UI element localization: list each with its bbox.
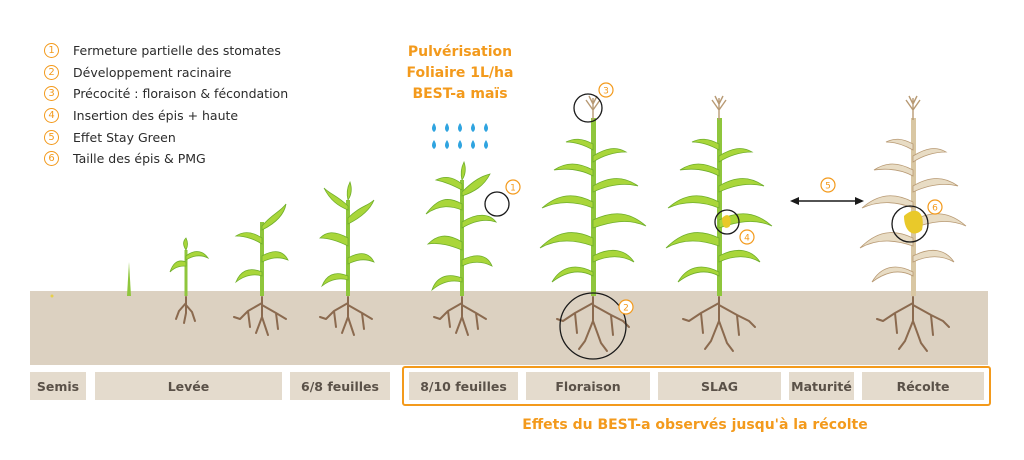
legend-item: 4 Insertion des épis + haute — [44, 105, 288, 127]
highlight-circle — [559, 292, 627, 360]
stage-maturite: Maturité — [789, 372, 854, 400]
legend: 1 Fermeture partielle des stomates 2 Dével… — [44, 40, 288, 170]
highlight-circle — [484, 191, 510, 217]
stage-levee: Levée — [95, 372, 282, 400]
stage-semis: Semis — [30, 372, 86, 400]
plant-slag — [665, 118, 773, 296]
marker-5: 5 — [825, 182, 831, 192]
best-a-effects-caption: Effets du BEST-a observés jusqu'à la réc… — [522, 417, 868, 433]
legend-number: 5 — [44, 129, 59, 145]
plant-semis — [50, 262, 131, 298]
soil-band — [30, 291, 988, 365]
tassel — [905, 95, 921, 120]
legend-item: 3 Précocité : floraison & fécondation — [44, 83, 288, 105]
marker-4: 4 — [744, 234, 750, 244]
rain-drops — [432, 123, 488, 149]
highlight-circle — [714, 209, 740, 235]
highlight-circle — [891, 205, 929, 243]
legend-text: Précocité : floraison & fécondation — [73, 86, 289, 102]
plant-levee-late — [234, 203, 289, 296]
legend-item: 2 Développement racinaire — [44, 62, 288, 84]
plant-6-8-leaves — [319, 180, 375, 296]
spray-line: Foliaire 1L/ha — [406, 65, 514, 81]
legend-text: Effet Stay Green — [73, 129, 176, 145]
ear — [722, 215, 731, 228]
spray-line: Pulvérisation — [407, 44, 513, 60]
legend-item: 5 Effet Stay Green — [44, 126, 288, 148]
roots — [175, 296, 950, 352]
plant-floraison — [539, 118, 647, 296]
ear — [904, 210, 923, 234]
root-system — [876, 296, 950, 352]
spray-line: BEST-a maïs — [412, 86, 508, 102]
tassel — [711, 95, 727, 120]
stage-floraison: Floraison — [526, 372, 650, 400]
legend-number: 1 — [44, 43, 59, 59]
legend-text: Insertion des épis + haute — [73, 108, 239, 124]
stage-recolte: Récolte — [862, 372, 984, 400]
number-markers: 1 2 3 4 5 6 — [505, 82, 943, 315]
legend-number: 2 — [44, 64, 59, 80]
legend-item: 1 Fermeture partielle des stomates — [44, 40, 288, 62]
stage-slag: SLAG — [658, 372, 781, 400]
spray-title: Pulvérisation Foliaire 1L/ha BEST-a maïs — [380, 42, 540, 105]
highlight-circles — [484, 93, 929, 360]
root-system — [682, 296, 756, 352]
legend-text: Développement racinaire — [73, 64, 232, 80]
root-system — [233, 296, 287, 336]
double-arrow — [790, 197, 864, 205]
marker-6: 6 — [932, 204, 938, 214]
best-a-frame — [402, 366, 991, 406]
marker-2: 2 — [623, 304, 629, 314]
root-system — [319, 296, 373, 336]
root-system — [433, 296, 487, 336]
marker-3: 3 — [603, 87, 609, 97]
marker-1: 1 — [510, 184, 516, 194]
highlight-circle — [573, 93, 603, 123]
legend-number: 4 — [44, 108, 59, 124]
legend-item: 6 Taille des épis & PMG — [44, 148, 288, 170]
root-system — [175, 296, 196, 324]
plant-8-10-leaves — [425, 160, 498, 296]
legend-text: Taille des épis & PMG — [73, 151, 206, 167]
tassel — [585, 95, 601, 120]
plant-recolte — [859, 118, 967, 296]
legend-number: 3 — [44, 86, 59, 102]
plant-levee — [169, 237, 210, 296]
legend-number: 6 — [44, 151, 59, 167]
stage-8-10-leaves: 8/10 feuilles — [409, 372, 518, 400]
legend-text: Fermeture partielle des stomates — [73, 43, 281, 59]
stage-6-8-leaves: 6/8 feuilles — [290, 372, 390, 400]
